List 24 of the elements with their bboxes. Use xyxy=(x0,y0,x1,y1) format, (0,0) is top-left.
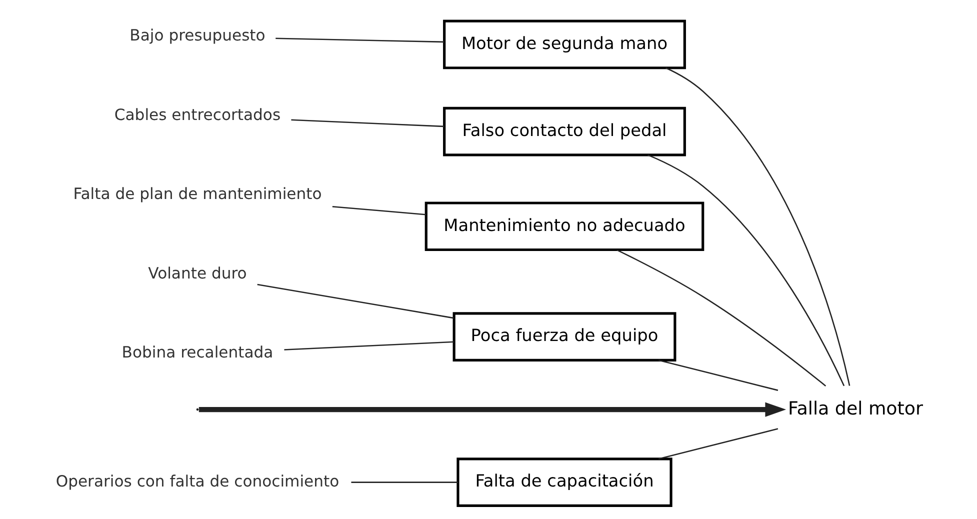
node-text: Falta de plan de mantenimiento xyxy=(73,185,322,204)
node-text: Volante duro xyxy=(148,264,247,282)
connector xyxy=(647,154,845,386)
connector xyxy=(616,249,826,386)
connector xyxy=(284,341,454,350)
node-box: Motor de segunda mano xyxy=(443,20,686,70)
connector xyxy=(658,428,778,460)
node-text: Operarios con falta de conocimiento xyxy=(56,472,340,490)
node-text: Bajo presupuesto xyxy=(130,26,266,45)
node-box: Mantenimiento no adecuado xyxy=(424,202,704,252)
connector xyxy=(257,284,454,319)
node-box: Poca fuerza de equipo xyxy=(452,312,676,362)
connector xyxy=(351,482,458,483)
arrow xyxy=(198,402,786,417)
connector xyxy=(665,67,850,386)
connector xyxy=(291,119,444,128)
node-box: Falta de capacitación xyxy=(456,458,672,507)
node-text: Bobina recalentada xyxy=(122,344,274,362)
node-box: Falso contacto del pedal xyxy=(443,106,686,156)
node-text: Cables entrecortados xyxy=(114,106,281,124)
connector xyxy=(276,38,444,43)
connector xyxy=(332,206,426,216)
node-text: Falla del motor xyxy=(788,398,924,420)
connector xyxy=(658,360,778,391)
